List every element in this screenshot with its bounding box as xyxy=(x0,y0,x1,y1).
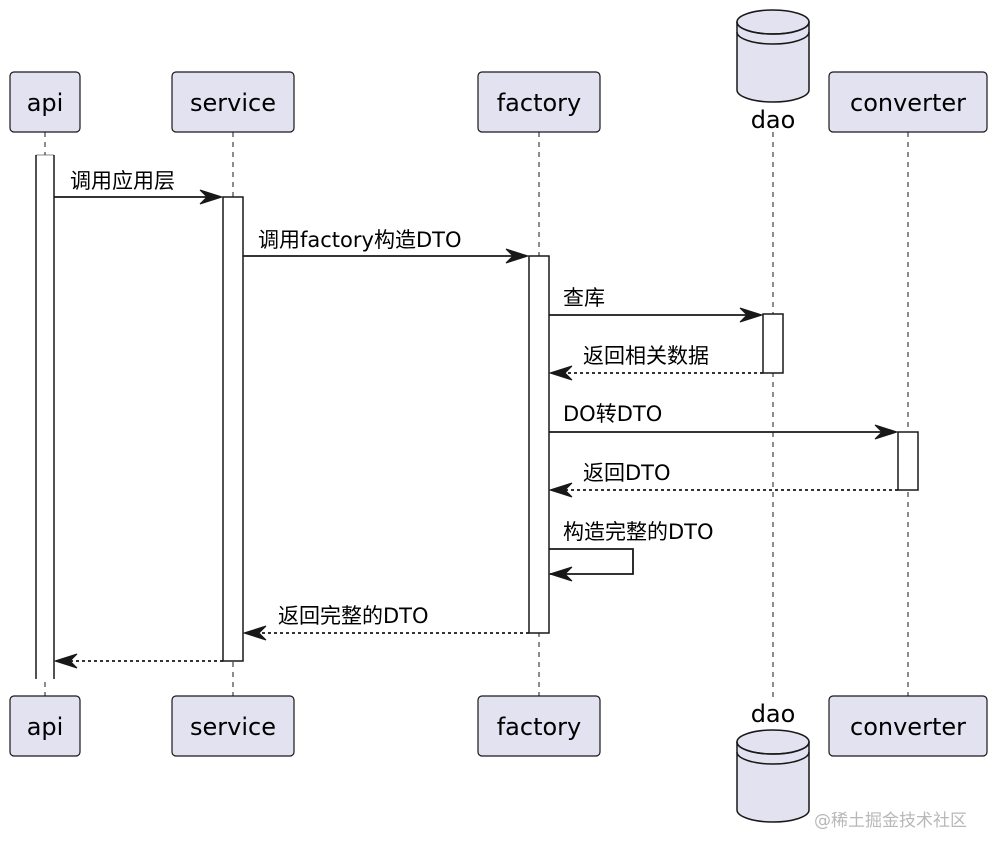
activation-dao xyxy=(762,313,784,374)
message-label: 查库 xyxy=(563,286,605,310)
database-rim xyxy=(736,751,810,765)
message-label: 返回完整的DTO xyxy=(278,604,429,628)
participant-label: factory xyxy=(497,89,582,117)
message-arrowhead xyxy=(548,482,573,498)
message-arrowhead xyxy=(874,424,899,440)
message-arrowhead xyxy=(199,189,224,205)
participant-label: api xyxy=(27,89,64,117)
participant-box xyxy=(171,71,295,133)
message-5: DO转DTO xyxy=(549,402,899,440)
database-rim xyxy=(736,741,810,755)
participant-box xyxy=(477,695,601,757)
message-arrowhead xyxy=(242,625,267,641)
message-label: 构造完整的DTO xyxy=(563,520,714,544)
participant-service-top: service xyxy=(171,71,295,133)
participant-box xyxy=(9,695,81,757)
participant-box xyxy=(9,71,81,133)
message-3: 查库 xyxy=(549,286,764,323)
message-arrowhead xyxy=(505,248,530,264)
message-1: 调用应用层 xyxy=(54,169,224,205)
participant-service-bottom: service xyxy=(171,695,295,757)
participant-converter-bottom: converter xyxy=(828,695,988,757)
activation-factory xyxy=(528,255,550,634)
participant-factory-bottom: factory xyxy=(477,695,601,757)
activation-service xyxy=(222,196,244,662)
message-label: DO转DTO xyxy=(563,402,662,426)
participant-box xyxy=(828,71,988,133)
participant-label: converter xyxy=(850,713,966,741)
message-label: 返回相关数据 xyxy=(583,344,709,368)
message-7: 构造完整的DTO xyxy=(548,520,714,582)
participant-box xyxy=(828,695,988,757)
message-8: 返回完整的DTO xyxy=(242,604,529,641)
message-9 xyxy=(53,653,223,669)
participant-converter-top: converter xyxy=(828,71,988,133)
activation-converter xyxy=(897,431,919,491)
activation-api xyxy=(36,155,54,679)
watermark: @稀土掘金技术社区 xyxy=(814,811,967,831)
participant-box xyxy=(477,71,601,133)
message-4: 返回相关数据 xyxy=(548,344,763,381)
participant-label: converter xyxy=(850,89,966,117)
message-arrowhead xyxy=(739,307,764,323)
message-label: 返回DTO xyxy=(583,461,671,485)
message-2: 调用factory构造DTO xyxy=(243,228,530,264)
participant-factory-top: factory xyxy=(477,71,601,133)
message-arrowhead xyxy=(548,365,573,381)
message-arrowhead xyxy=(548,566,573,582)
participant-box xyxy=(171,695,295,757)
message-arrowhead xyxy=(53,653,78,669)
participants: api api service service factory factory dao dao… xyxy=(9,9,988,823)
database-rim xyxy=(736,21,810,35)
message-line xyxy=(549,548,634,575)
participant-dao-top-icon xyxy=(736,9,810,103)
participant-dao-bottom-label: dao xyxy=(751,700,796,728)
participant-label: service xyxy=(190,89,276,117)
participant-dao-bottom-icon xyxy=(736,729,810,823)
database-rim xyxy=(736,31,810,45)
activations xyxy=(35,154,919,679)
participant-label: factory xyxy=(497,713,582,741)
participant-label: service xyxy=(190,713,276,741)
participant-api-top: api xyxy=(9,71,81,133)
message-label: 调用应用层 xyxy=(70,169,175,193)
participant-dao-top-label: dao xyxy=(751,106,796,134)
lifelines xyxy=(44,132,909,700)
message-label: 调用factory构造DTO xyxy=(258,228,461,252)
participant-api-bottom: api xyxy=(9,695,81,757)
participant-label: api xyxy=(27,713,64,741)
message-6: 返回DTO xyxy=(548,461,898,498)
